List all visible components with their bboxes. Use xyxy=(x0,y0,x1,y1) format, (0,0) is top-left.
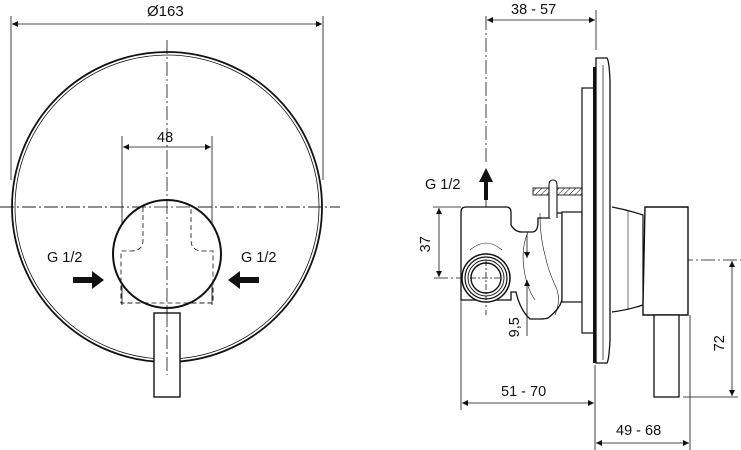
mounting-screw xyxy=(532,187,584,196)
inlet-left-label: G 1/2 xyxy=(47,250,83,266)
inlet-right-label: G 1/2 xyxy=(241,250,277,266)
side-view xyxy=(433,10,741,450)
wall-depth-label: 38 - 57 xyxy=(511,2,557,18)
diameter-label: Ø163 xyxy=(147,3,184,20)
mounting-plate xyxy=(561,211,583,303)
handle-body xyxy=(642,206,689,316)
wall-plate xyxy=(581,87,595,334)
gasket xyxy=(593,67,596,363)
inlet-arrow-right-icon xyxy=(73,271,104,289)
height-37-label: 37 xyxy=(417,236,434,253)
body-width-label: 48 xyxy=(157,130,174,146)
offset-label: 9,5 xyxy=(506,317,523,338)
lever-height-label: 72 xyxy=(711,335,728,352)
outlet-label: G 1/2 xyxy=(425,177,461,193)
front-view xyxy=(0,16,340,398)
depth-label: 51 - 70 xyxy=(501,384,547,400)
trim-sleeve xyxy=(611,206,644,313)
side-lever xyxy=(653,314,680,398)
outlet-arrow-up-icon xyxy=(479,168,493,200)
inlet-arrow-left-icon xyxy=(228,271,259,289)
projection-label: 49 - 68 xyxy=(616,423,662,439)
